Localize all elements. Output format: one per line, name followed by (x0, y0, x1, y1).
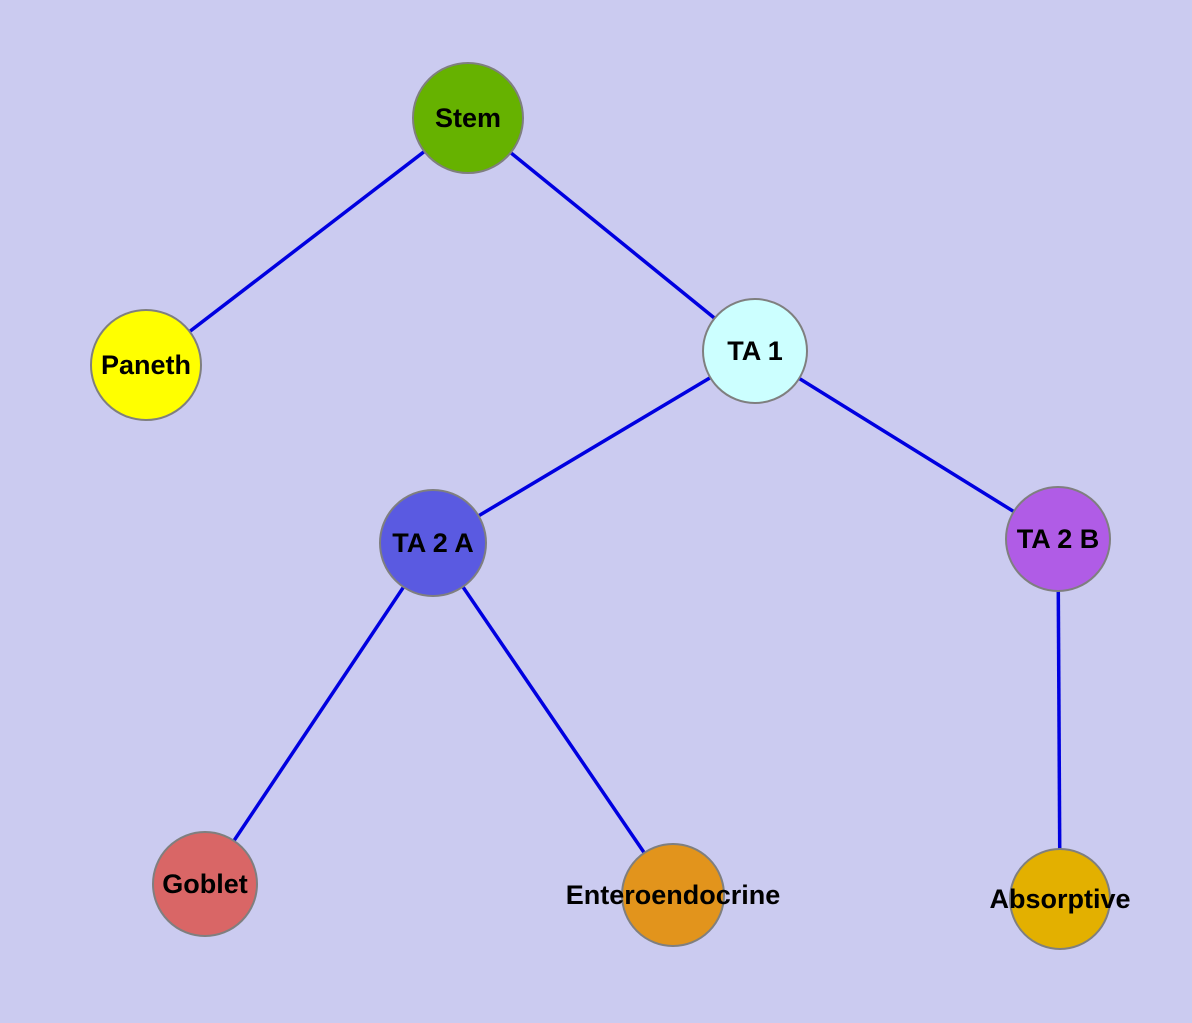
edge-ta2a-goblet (203, 542, 435, 885)
node-paneth[interactable]: Paneth (90, 309, 202, 421)
edge-ta1-ta2a (432, 349, 756, 545)
node-circle-ta1[interactable] (702, 298, 808, 404)
edge-ta1-ta2b (754, 349, 1059, 541)
edges-layer (144, 116, 1062, 900)
edge-ta2a-enteroendocrine (431, 542, 675, 896)
edge-stem-ta1 (466, 116, 757, 353)
node-goblet[interactable]: Goblet (152, 831, 258, 937)
node-circle-stem[interactable] (412, 62, 524, 174)
node-ta2a[interactable]: TA 2 A (379, 489, 487, 597)
node-circle-paneth[interactable] (90, 309, 202, 421)
node-circle-ta2a[interactable] (379, 489, 487, 597)
edge-stem-paneth (144, 116, 470, 367)
node-stem[interactable]: Stem (412, 62, 524, 174)
node-circle-enteroendocrine[interactable] (621, 843, 725, 947)
edge-ta2b-absorptive (1056, 538, 1062, 900)
node-circle-absorptive[interactable] (1009, 848, 1111, 950)
node-circle-goblet[interactable] (152, 831, 258, 937)
node-circle-ta2b[interactable] (1005, 486, 1111, 592)
node-ta2b[interactable]: TA 2 B (1005, 486, 1111, 592)
node-ta1[interactable]: TA 1 (702, 298, 808, 404)
